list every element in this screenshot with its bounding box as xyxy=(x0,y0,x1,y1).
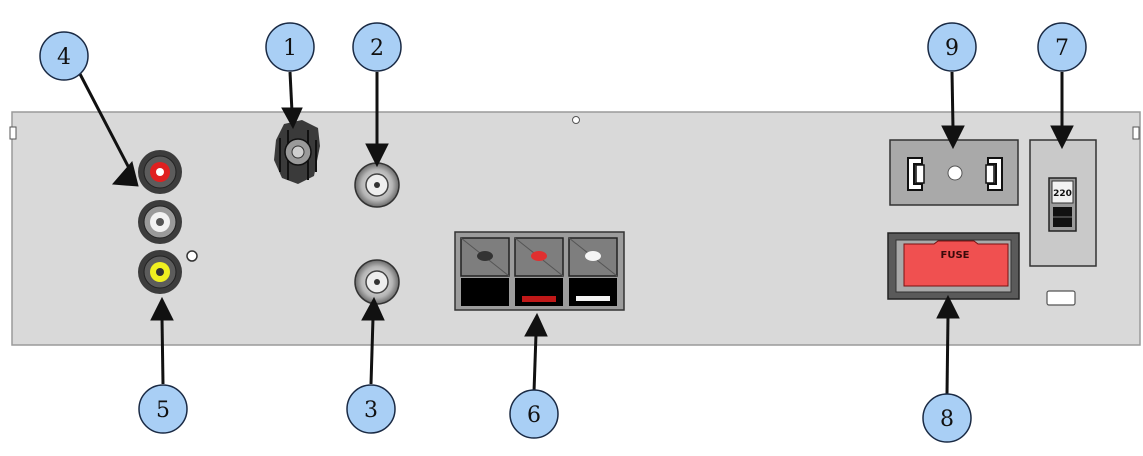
arrow-5 xyxy=(150,296,174,385)
arrow-2 xyxy=(365,72,389,168)
arrow-3 xyxy=(361,296,385,385)
callout-8: 8 xyxy=(922,393,972,443)
callout-8-label: 8 xyxy=(940,407,954,432)
rca-jack-white xyxy=(138,200,182,244)
callout-2-label: 2 xyxy=(370,36,384,61)
callout-5-label: 5 xyxy=(156,398,170,423)
callout-4: 4 xyxy=(39,31,89,81)
ac-outlet xyxy=(889,139,1019,206)
callout-2: 2 xyxy=(352,22,402,72)
rca-jack-yellow xyxy=(138,250,182,294)
indicator-hole xyxy=(186,250,198,262)
callout-3: 3 xyxy=(346,384,396,434)
coax-jack-upper xyxy=(354,162,400,208)
callout-6-label: 6 xyxy=(527,403,541,428)
callout-7: 7 xyxy=(1037,22,1087,72)
coax-jack-lower xyxy=(354,259,400,305)
callout-5: 5 xyxy=(138,384,188,434)
label-plate xyxy=(1046,290,1076,306)
callout-7-label: 7 xyxy=(1055,36,1069,61)
callout-9-label: 9 xyxy=(945,36,959,61)
speaker-terminal-white xyxy=(568,237,618,306)
speaker-terminal-black xyxy=(460,237,510,306)
callout-3-label: 3 xyxy=(364,398,378,423)
callout-4-label: 4 xyxy=(57,45,71,70)
arrow-6 xyxy=(524,312,548,393)
fuse-holder: FUSE xyxy=(887,232,1020,300)
rca-jack-red xyxy=(138,150,182,194)
arrow-7 xyxy=(1050,72,1074,150)
speaker-terminal-block xyxy=(454,231,625,311)
arrow-8 xyxy=(936,294,960,395)
pointer-arrows xyxy=(78,71,1074,395)
arrow-9 xyxy=(941,71,965,150)
callout-1-label: 1 xyxy=(283,36,297,61)
arrow-4 xyxy=(78,73,139,187)
antenna-connector xyxy=(274,120,320,184)
arrow-1 xyxy=(281,71,303,130)
speaker-terminal-red xyxy=(514,237,564,306)
callout-9: 9 xyxy=(927,22,977,72)
callout-6: 6 xyxy=(509,389,559,439)
voltage-selector: 220 xyxy=(1029,139,1097,267)
fuse-label: FUSE xyxy=(941,250,970,261)
voltage-label: 220 xyxy=(1053,189,1072,199)
callout-1: 1 xyxy=(265,22,315,72)
